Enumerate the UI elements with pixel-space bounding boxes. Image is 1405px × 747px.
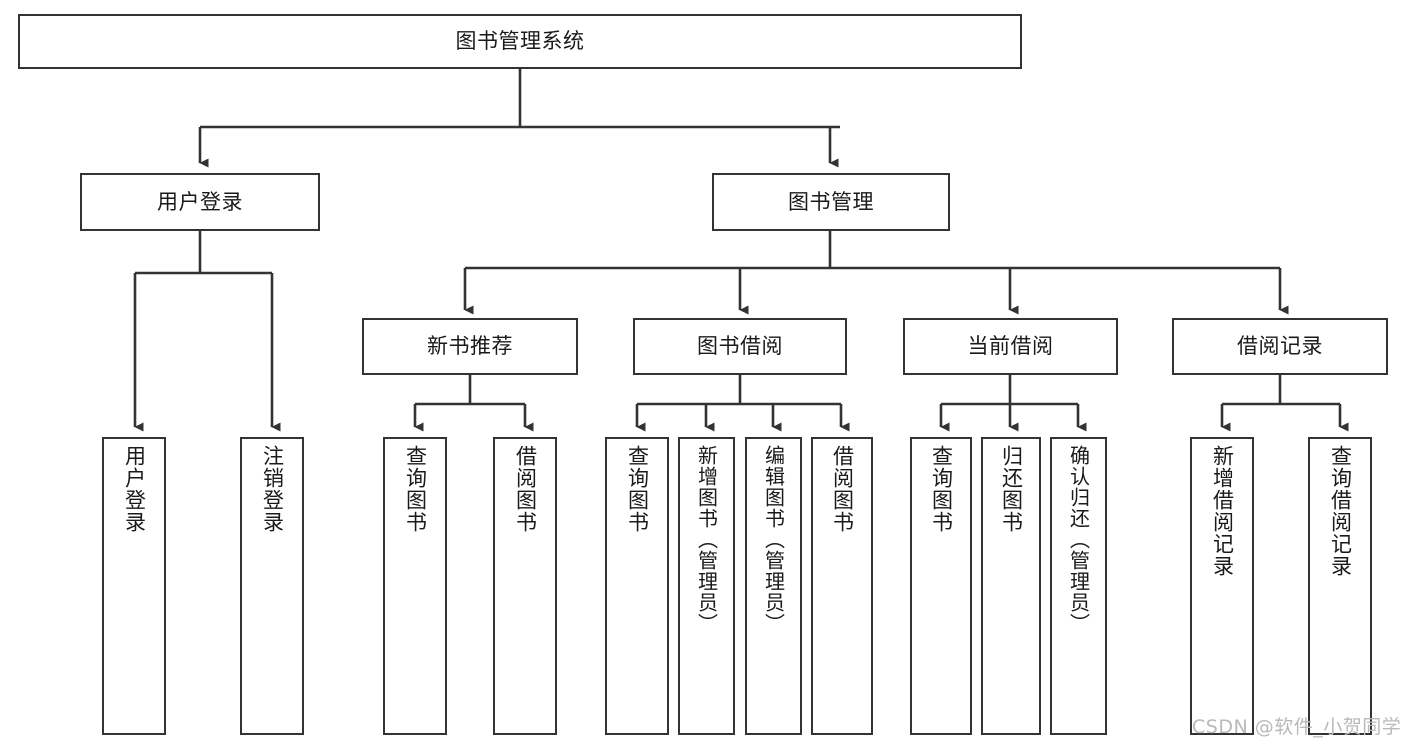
node-label: 查询借阅记录 (1328, 445, 1353, 577)
node-label: 新书推荐 (427, 334, 513, 359)
node-label: 查询图书 (929, 445, 954, 533)
node-label: 借阅记录 (1237, 334, 1323, 359)
node-label: 编辑图书（管理员） (761, 445, 786, 634)
node-leaf-borrow-book-1[interactable]: 借阅图书 (493, 437, 557, 735)
node-leaf-add-book[interactable]: 新增图书（管理员） (678, 437, 735, 735)
node-book-manage[interactable]: 图书管理 (712, 173, 950, 231)
node-leaf-query-book-1[interactable]: 查询图书 (383, 437, 447, 735)
node-book-borrow[interactable]: 图书借阅 (633, 318, 847, 375)
node-leaf-borrow-book-2[interactable]: 借阅图书 (811, 437, 873, 735)
node-leaf-query-book-3[interactable]: 查询图书 (910, 437, 972, 735)
node-label: 图书管理系统 (455, 29, 585, 54)
node-label: 注销登录 (260, 445, 285, 533)
node-label: 确认归还（管理员） (1066, 445, 1091, 634)
node-label: 查询图书 (625, 445, 650, 533)
node-leaf-query-book-2[interactable]: 查询图书 (605, 437, 669, 735)
node-label: 当前借阅 (967, 334, 1054, 359)
node-label: 用户登录 (122, 445, 147, 533)
csdn-watermark: CSDN @软件_小贺同学 (1192, 716, 1402, 738)
node-label: 借阅图书 (830, 445, 855, 533)
node-current-borrow[interactable]: 当前借阅 (903, 318, 1118, 375)
node-label: 查询图书 (403, 445, 428, 533)
node-leaf-add-record[interactable]: 新增借阅记录 (1190, 437, 1254, 735)
node-label: 归还图书 (999, 445, 1024, 533)
node-label: 借阅图书 (513, 445, 538, 533)
node-leaf-edit-book[interactable]: 编辑图书（管理员） (745, 437, 802, 735)
node-new-book-recommend[interactable]: 新书推荐 (362, 318, 578, 375)
node-leaf-return-book[interactable]: 归还图书 (981, 437, 1041, 735)
node-leaf-logout-login[interactable]: 注销登录 (240, 437, 304, 735)
node-user-login[interactable]: 用户登录 (80, 173, 320, 231)
node-label: 新增借阅记录 (1210, 445, 1235, 577)
node-root-system[interactable]: 图书管理系统 (18, 14, 1022, 69)
node-label: 图书借阅 (697, 334, 783, 359)
node-borrow-record[interactable]: 借阅记录 (1172, 318, 1388, 375)
node-leaf-query-record[interactable]: 查询借阅记录 (1308, 437, 1372, 735)
node-label: 新增图书（管理员） (694, 445, 719, 634)
node-leaf-confirm-return[interactable]: 确认归还（管理员） (1050, 437, 1107, 735)
node-label: 图书管理 (788, 189, 874, 214)
node-leaf-user-login[interactable]: 用户登录 (102, 437, 166, 735)
node-label: 用户登录 (157, 189, 243, 214)
